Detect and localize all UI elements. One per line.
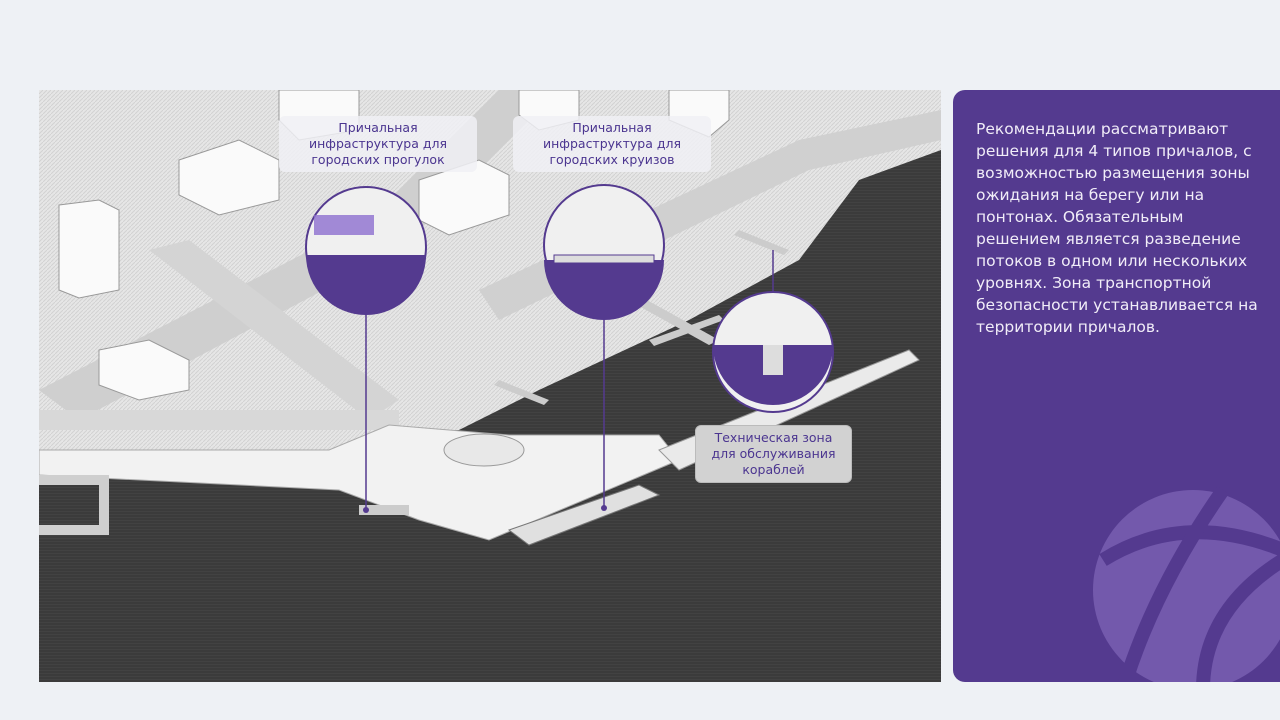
description-panel: Рекомендации рассматривают решения для 4…: [953, 90, 1280, 682]
detail-circle-technical: [712, 291, 834, 413]
plaza: [443, 433, 525, 467]
cruise-pontoon: [507, 484, 661, 546]
callout-lines: [365, 250, 774, 510]
promenade: [39, 410, 399, 430]
label-cruises: Причальная инфраструктура для городских …: [513, 116, 711, 172]
pier: [359, 505, 409, 515]
panel-description: Рекомендации рассматривают решения для 4…: [976, 120, 1258, 336]
callout-dot: [601, 505, 607, 511]
detail-circle-walks: [305, 186, 427, 315]
port-axonometric-illustration: Причальная инфраструктура для городских …: [39, 90, 941, 682]
road: [149, 240, 399, 420]
pier: [494, 380, 549, 405]
road: [39, 90, 559, 420]
label-technical: Техническая зона для обслуживания корабл…: [695, 425, 852, 483]
pier: [734, 230, 789, 255]
pier: [649, 315, 724, 346]
map-drawing: [39, 90, 941, 682]
decorative-circles: [1093, 485, 1280, 682]
detail-circle-cruises: [543, 184, 665, 320]
callout-dot: [363, 507, 369, 513]
pier: [39, 475, 109, 535]
label-walks: Причальная инфраструктура для городских …: [279, 116, 477, 172]
water-area: [39, 150, 941, 682]
